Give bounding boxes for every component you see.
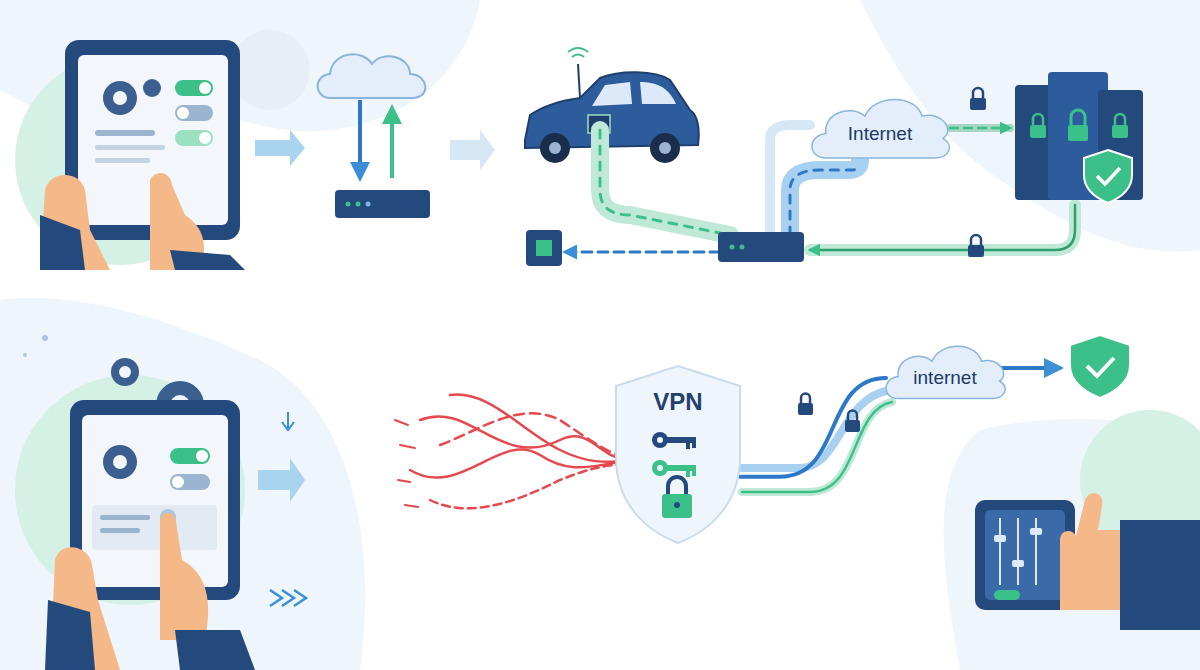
cloud-label: Internet	[848, 123, 912, 145]
lock-icons	[968, 88, 986, 257]
unsecured-traffic	[395, 395, 632, 509]
tablet-top	[40, 40, 305, 270]
secure-shield	[1070, 335, 1130, 398]
vpn-label: VPN	[653, 388, 702, 416]
router-chip	[526, 230, 804, 266]
tunnel-connector	[740, 378, 886, 477]
vpn-shield: VPN	[612, 362, 744, 547]
cloud-label: internet	[913, 367, 976, 389]
internet-cloud: Internet	[805, 89, 955, 163]
cloud-router	[318, 54, 495, 218]
server-rack	[1015, 72, 1143, 203]
internet-cloud: internet	[880, 337, 1010, 403]
tablet-bottom	[23, 335, 306, 670]
car	[525, 48, 699, 163]
control-panel	[975, 493, 1200, 630]
